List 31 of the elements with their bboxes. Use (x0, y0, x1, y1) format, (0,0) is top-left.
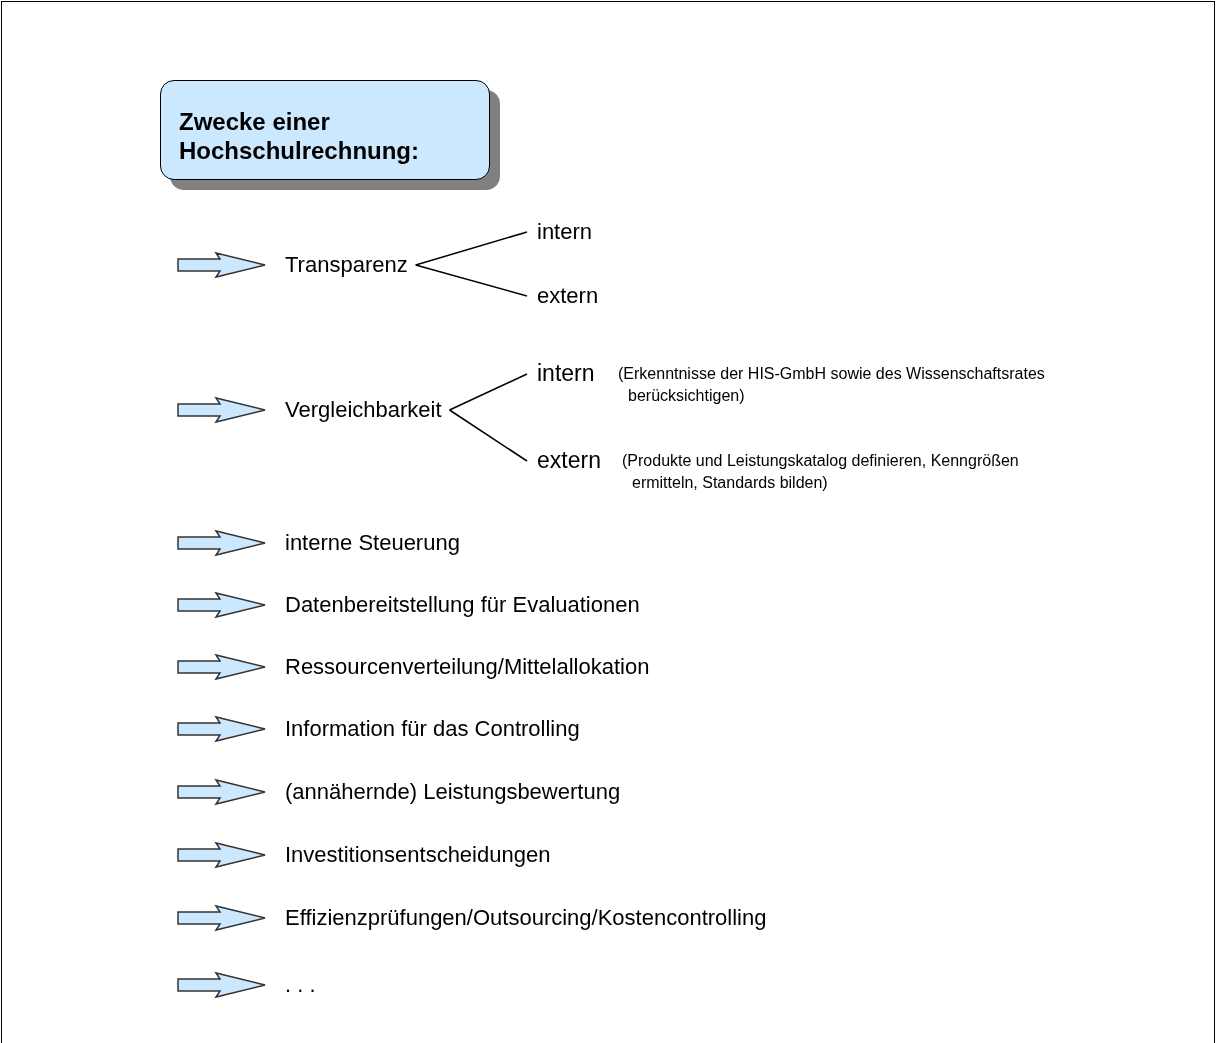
item-text: extern (527, 445, 603, 477)
item-text: . . . (265, 969, 320, 1001)
block-arrow (177, 778, 266, 806)
block-arrow (177, 715, 266, 743)
block-arrow (177, 591, 266, 619)
item-text: Ressourcenverteilung/Mittelallokation (265, 651, 654, 683)
item-text: Datenbereitstellung für Evaluationen (265, 589, 644, 621)
item-text: (annähernde) Leistungsbewertung (265, 776, 625, 808)
note-text: (Produkte und Leistungskatalog definieren, Kenngrößen ermitteln, Standards bilden) (622, 451, 1020, 493)
title-text: Zwecke einer Hochschulrechnung: (179, 107, 420, 165)
item-text: interne Steuerung (265, 527, 464, 559)
block-arrow (177, 653, 266, 681)
branch-line (448, 409, 528, 462)
branch-line (448, 373, 528, 411)
block-arrow (177, 396, 266, 424)
item-text: extern (527, 280, 601, 312)
item-text: Investitionsentscheidungen (265, 839, 555, 871)
item-text: Transparenz (265, 249, 416, 281)
block-arrow (177, 251, 266, 279)
item-text: Vergleichbarkeit (265, 394, 450, 426)
block-arrow (177, 529, 266, 557)
block-arrow (177, 971, 266, 999)
branch-line (414, 264, 528, 297)
block-arrow (177, 841, 266, 869)
block-arrow (177, 904, 266, 932)
item-text: Effizienzprüfungen/Outsourcing/Kostencontrolling (265, 902, 771, 934)
note-text: (Erkenntnisse der HIS-GmbH sowie des Wissenschaftsrates berücksichtigen) (618, 364, 1046, 406)
item-text: intern (527, 358, 597, 390)
branch-line (414, 231, 528, 266)
item-text: Information für das Controlling (265, 713, 584, 745)
item-text: intern (527, 216, 595, 248)
